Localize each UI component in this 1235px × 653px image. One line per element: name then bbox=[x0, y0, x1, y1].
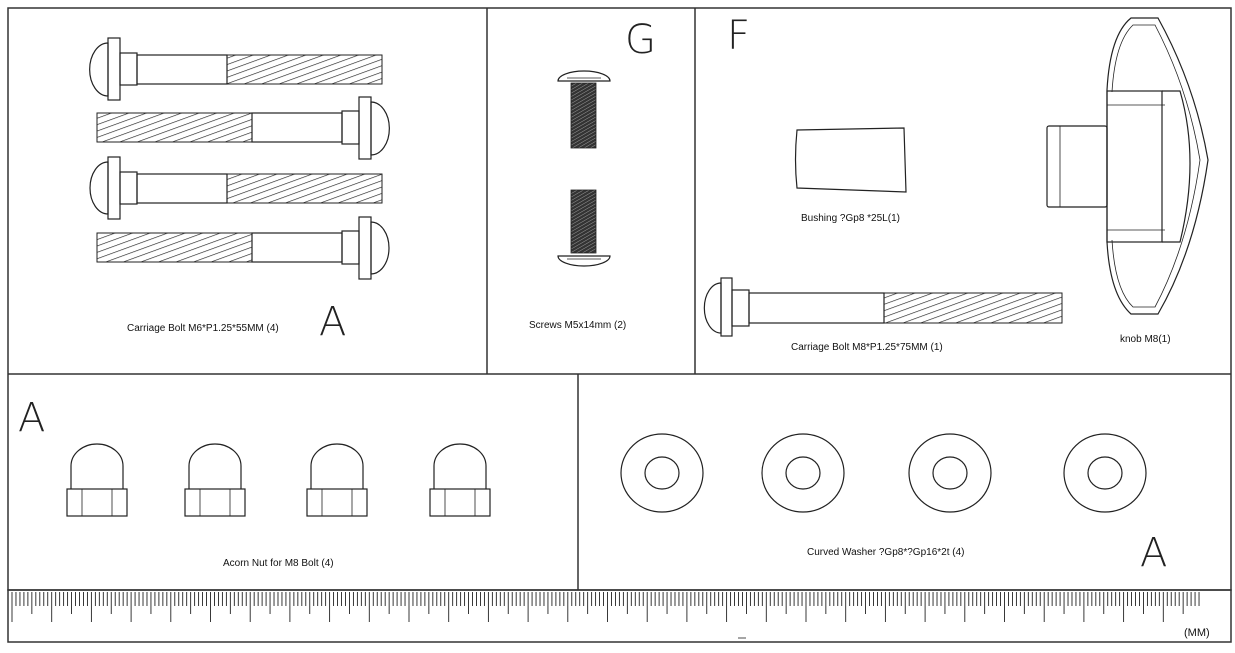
caption-carriage-bolt-m8: Carriage Bolt M8*P1.25*75MM (1) bbox=[791, 342, 943, 353]
acorn-nut-group bbox=[66, 443, 491, 517]
carriage-bolt-m6 bbox=[89, 37, 383, 101]
panel-letter-acorn-nut: A bbox=[18, 395, 46, 441]
knob-m8 bbox=[1046, 17, 1209, 315]
caption-carriage-bolt-m6: Carriage Bolt M6*P1.25*55MM (4) bbox=[127, 323, 279, 334]
panel-letter-screws: G bbox=[625, 17, 656, 63]
screw-m5-group bbox=[557, 70, 611, 267]
acorn-nut bbox=[66, 443, 128, 517]
panel-letter-carriage-bolt: A bbox=[319, 299, 347, 345]
acorn-nut bbox=[429, 443, 491, 517]
carriage-bolt-m6 bbox=[96, 96, 390, 160]
curved-washer bbox=[908, 433, 992, 513]
caption-knob: knob M8(1) bbox=[1120, 334, 1171, 345]
acorn-nut bbox=[184, 443, 246, 517]
bushing bbox=[794, 127, 907, 193]
panel-letter-curved-washer: A bbox=[1140, 530, 1168, 576]
screw-m5 bbox=[557, 189, 611, 267]
acorn-nut bbox=[306, 443, 368, 517]
caption-bushing: Bushing ?Gp8 *25L(1) bbox=[801, 213, 900, 224]
panel-letter-knob-set: F bbox=[727, 13, 751, 59]
caption-curved-washer: Curved Washer ?Gp8*?Gp16*2t (4) bbox=[807, 547, 965, 558]
curved-washer bbox=[1063, 433, 1147, 513]
ruler-unit-label: (MM) bbox=[1184, 627, 1210, 639]
ruler-ticks bbox=[11, 592, 1200, 622]
screw-m5 bbox=[557, 70, 611, 149]
caption-screws: Screws M5x14mm (2) bbox=[529, 320, 627, 331]
curved-washer bbox=[761, 433, 845, 513]
caption-acorn-nut: Acorn Nut for M8 Bolt (4) bbox=[223, 558, 334, 569]
panel-frames bbox=[7, 7, 1232, 643]
carriage-bolt-m8 bbox=[703, 277, 1063, 337]
curved-washer bbox=[620, 433, 704, 513]
carriage-bolt-m6-group bbox=[89, 37, 390, 280]
carriage-bolt-m6 bbox=[96, 216, 390, 280]
ruler-frame bbox=[7, 589, 1232, 643]
carriage-bolt-m6 bbox=[89, 156, 383, 220]
curved-washer-group bbox=[620, 433, 1147, 513]
